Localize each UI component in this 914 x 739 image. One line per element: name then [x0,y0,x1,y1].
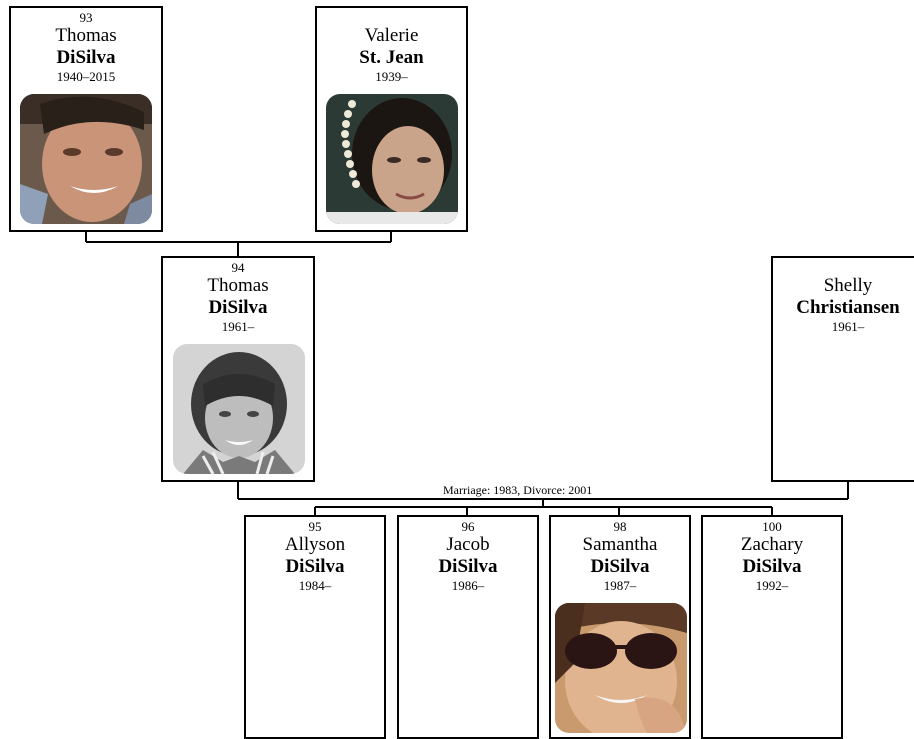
person-card-valerie-st-jean[interactable]: Valerie St. Jean 1939– [315,6,468,232]
life-years: 1984– [298,578,332,593]
marriage-note: Marriage: 1983, Divorce: 2001 [443,483,593,497]
person-number [317,11,466,25]
person-number [773,261,914,275]
last-name: DiSilva [590,556,650,577]
person-card-shelly-christiansen[interactable]: Shelly Christiansen 1961– [771,256,914,482]
first-name: Thomas [55,25,117,46]
photo-woman-sunglasses [555,603,687,733]
person-number: 93 [79,10,93,25]
person-card-thomas-disilva-1961[interactable]: 94 Thomas DiSilva 1961– [161,256,315,482]
person-number: 96 [461,519,475,534]
last-name: DiSilva [208,297,268,318]
last-name: Christiansen [796,297,900,318]
first-name: Zachary [740,534,804,555]
first-name: Samantha [582,534,658,555]
last-name: DiSilva [742,556,802,577]
person-card-allyson-disilva[interactable]: 95 Allyson DiSilva 1984– [244,515,386,739]
person-number: 100 [762,519,782,534]
person-card-zachary-disilva[interactable]: 100 Zachary DiSilva 1992– [701,515,843,739]
photo-woman-pearls [326,94,458,224]
life-years: 1986– [451,578,485,593]
life-years: 1961– [831,319,865,334]
person-card-jacob-disilva[interactable]: 96 Jacob DiSilva 1986– [397,515,539,739]
photo-boy-yearbook [173,344,305,474]
first-name: Valerie [364,25,419,46]
last-name: DiSilva [438,556,498,577]
photo-man-smiling [20,94,152,224]
person-card-samantha-disilva[interactable]: 98 Samantha DiSilva 1987– [549,515,691,739]
last-name: DiSilva [56,47,116,68]
life-years: 1939– [375,69,408,84]
person-number: 95 [308,519,322,534]
last-name: St. Jean [359,47,424,68]
first-name: Jacob [446,534,490,555]
last-name: DiSilva [285,556,345,577]
first-name: Allyson [284,534,346,555]
life-years: 1987– [603,578,637,593]
first-name: Shelly [823,275,873,296]
life-years: 1940–2015 [56,69,116,84]
person-number: 94 [231,260,245,275]
person-number: 98 [613,519,627,534]
life-years: 1992– [755,578,789,593]
life-years: 1961– [221,319,255,334]
first-name: Thomas [207,275,269,296]
person-card-thomas-disilva-1940[interactable]: 93 Thomas DiSilva 1940–2015 [9,6,163,232]
